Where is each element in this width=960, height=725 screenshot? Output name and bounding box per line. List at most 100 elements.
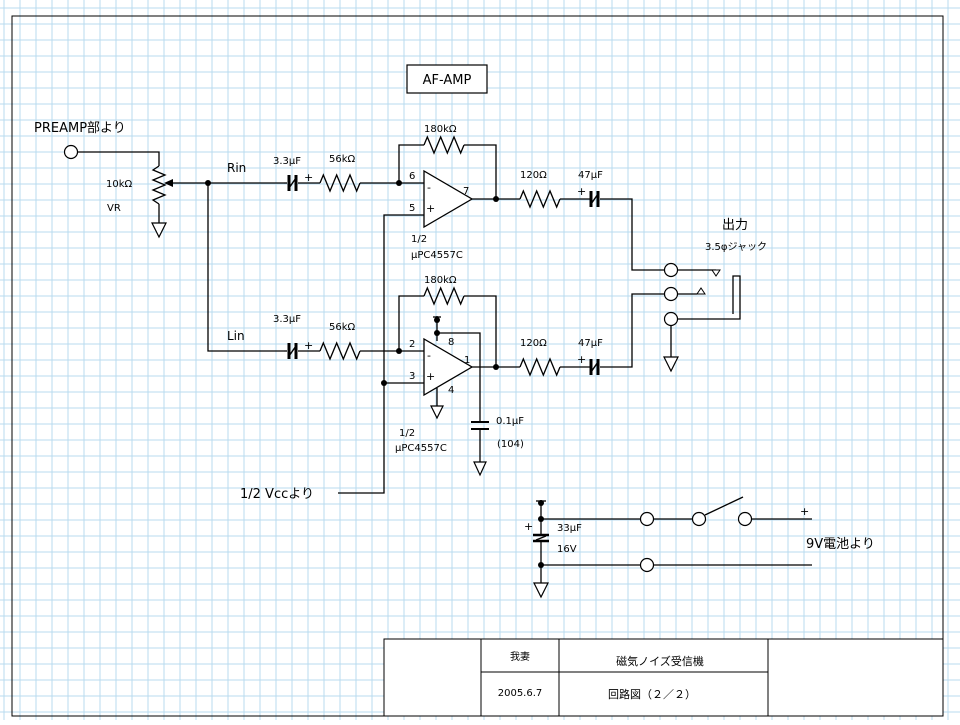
pin-8-label: 8 xyxy=(448,337,454,348)
cap-out-top-mark xyxy=(590,193,599,205)
jack-tip-arrow xyxy=(711,269,721,277)
c-bypass-code: (104) xyxy=(497,439,524,450)
opamp-bot-plus: + xyxy=(426,370,435,383)
resistor-fb-top xyxy=(423,135,465,155)
pin-7-label: 7 xyxy=(463,186,469,197)
r-fb-bot-label: 180kΩ xyxy=(424,275,457,286)
preamp-input-label: PREAMP部より xyxy=(34,121,126,136)
ground-symbol-bypass xyxy=(473,461,487,477)
battery-input-label: 9V電池より xyxy=(806,537,875,552)
title-text: AF-AMP xyxy=(423,73,472,88)
junction-dot xyxy=(381,380,387,386)
pin-6-label: 6 xyxy=(409,171,415,182)
c-out-top-label: 47μF xyxy=(578,170,603,181)
r-out-top-label: 120Ω xyxy=(520,170,547,181)
ground-symbol-jack xyxy=(663,356,679,373)
opamp-top-half: 1/2 xyxy=(411,234,427,245)
resistor-out-bot xyxy=(519,357,561,377)
cap-in-top-plus: + xyxy=(304,171,313,184)
jack-terminal-sleeve xyxy=(663,311,679,327)
cap-in-bot-mark xyxy=(288,345,297,357)
half-vcc-input-label: 1/2 Vccより xyxy=(240,487,314,502)
wire-fb-top-left xyxy=(398,144,424,183)
ground-symbol-opamp xyxy=(430,405,444,420)
supply-terminal-a xyxy=(639,511,655,527)
cap-supply-plus: + xyxy=(524,520,533,533)
c-in-top-label: 3.3μF xyxy=(273,156,301,167)
drawing-border xyxy=(11,15,944,717)
supply-terminal-b xyxy=(639,557,655,573)
resistor-in-bot xyxy=(319,341,361,361)
resistor-fb-bot xyxy=(423,286,465,306)
r-out-bot-label: 120Ω xyxy=(520,338,547,349)
cap-in-bot-plus: + xyxy=(304,339,313,352)
jack-terminal-tip xyxy=(663,262,679,278)
wire-fb-bot-right xyxy=(464,295,497,367)
ground-symbol-supply xyxy=(533,582,549,599)
r-fb-top-label: 180kΩ xyxy=(424,124,457,135)
preamp-input-terminal xyxy=(63,144,79,160)
rin-label: Rin xyxy=(227,161,246,175)
opamp-bot-half: 1/2 xyxy=(399,428,415,439)
c-bypass-label: 0.1μF xyxy=(496,416,524,427)
wire-bias xyxy=(338,214,424,494)
wiper-arrow xyxy=(164,179,173,187)
opamp-bottom xyxy=(423,337,474,397)
wire-fb-top-right xyxy=(464,144,497,199)
resistor-out-top xyxy=(519,189,561,209)
jack-terminal-ring xyxy=(663,286,679,302)
cap-supply-mark xyxy=(535,535,547,541)
c-in-bot-label: 3.3μF xyxy=(273,314,301,325)
cap-out-bot-mark xyxy=(590,361,599,373)
drawing-date: 2005.6.7 xyxy=(498,688,543,699)
opamp-top-part: μPC4557C xyxy=(411,250,463,261)
opamp-top-minus: - xyxy=(427,181,431,194)
cap-out-top-plus: + xyxy=(577,185,586,198)
c-supply-voltage: 16V xyxy=(557,544,577,555)
switch-terminal-a xyxy=(691,511,707,527)
author-name: 我妻 xyxy=(510,650,530,663)
cap-in-top-mark xyxy=(288,177,297,189)
junction-dot-supply xyxy=(538,500,544,506)
jack-sleeve-body xyxy=(678,275,741,320)
volume-resistor xyxy=(151,165,167,205)
switch-terminal-b xyxy=(737,511,753,527)
junction-dot xyxy=(493,364,499,370)
jack-label: 3.5φジャック xyxy=(705,241,767,253)
opamp-bot-part: μPC4557C xyxy=(395,443,447,454)
project-title: 磁気ノイズ受信機 xyxy=(616,654,704,668)
wire-lin xyxy=(207,183,284,352)
pin-1-label: 1 xyxy=(464,355,470,366)
vr-value-label: 10kΩ xyxy=(106,179,133,190)
lin-label: Lin xyxy=(227,329,245,343)
pin-4-label: 4 xyxy=(448,385,454,396)
pin-2-label: 2 xyxy=(409,339,415,350)
junction-dot xyxy=(434,330,440,336)
wire-input xyxy=(78,151,160,166)
r-in-bot-label: 56kΩ xyxy=(329,322,356,333)
output-label: 出力 xyxy=(722,218,748,233)
wire-fb-bot-left xyxy=(398,295,424,351)
battery-plus-sign: + xyxy=(800,505,809,518)
c-out-bot-label: 47μF xyxy=(578,338,603,349)
jack-ring-arrow xyxy=(696,287,706,295)
vr-name-label: VR xyxy=(107,203,121,214)
power-switch-lever xyxy=(704,496,744,516)
resistor-in-top xyxy=(319,173,361,193)
wire-to-jack-bot xyxy=(600,293,664,368)
title-block xyxy=(383,638,944,717)
r-in-top-label: 56kΩ xyxy=(329,154,356,165)
ground-symbol-vr xyxy=(151,222,167,239)
wire-to-jack-top xyxy=(600,198,664,271)
opamp-top-plus: + xyxy=(426,202,435,215)
pin-5-label: 5 xyxy=(409,203,415,214)
wire-vcc-cap xyxy=(437,332,481,422)
title-box xyxy=(406,64,488,94)
pin-3-label: 3 xyxy=(409,371,415,382)
c-supply-label: 33μF xyxy=(557,523,582,534)
junction-dot-vcc xyxy=(434,317,440,323)
cap-out-bot-plus: + xyxy=(577,353,586,366)
opamp-bot-minus: - xyxy=(427,349,431,362)
